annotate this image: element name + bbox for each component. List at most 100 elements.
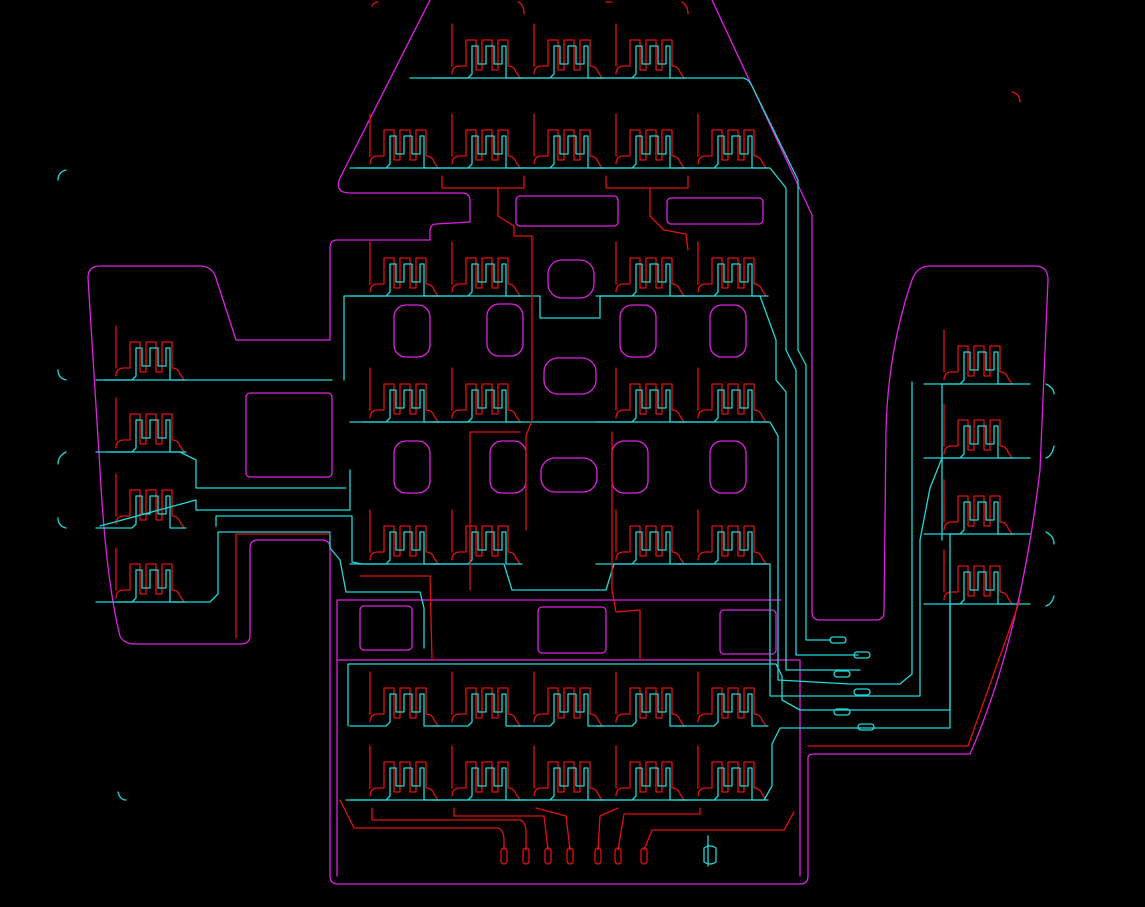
board-outline — [87, 0, 1049, 885]
heater-cyan-9 — [431, 263, 523, 297]
heater-cyan-7 — [677, 135, 769, 169]
cyan-bus-lines — [99, 77, 1031, 867]
pocket-k — [709, 440, 747, 494]
heater-cyan-21 — [431, 693, 523, 727]
pocket-b — [393, 304, 431, 358]
bus-row2 — [357, 167, 859, 656]
heater-cyan-18 — [595, 531, 687, 565]
heater-cyan-17 — [431, 531, 523, 565]
bus-row3 — [343, 295, 861, 671]
heater-cyan-36 — [923, 501, 1015, 535]
pocket-e — [709, 304, 747, 358]
red-lead-2 — [371, 807, 527, 851]
heater-red-10 — [615, 257, 685, 297]
connector-cyan — [703, 835, 717, 867]
connector-pin-6 — [640, 847, 648, 865]
heater-red-5 — [533, 129, 603, 169]
heater-red-9 — [451, 257, 521, 297]
red-feed-3 — [605, 175, 689, 251]
red-feed-7 — [235, 533, 331, 639]
pocket-d — [619, 304, 657, 358]
heater-red-37 — [943, 565, 1013, 605]
heater-red-18 — [615, 525, 685, 565]
heater-cyan-2 — [595, 45, 687, 79]
heater-cyan-35 — [923, 425, 1015, 459]
heater-red-35 — [943, 419, 1013, 459]
connector-pin-3 — [566, 847, 574, 865]
pocket-c — [486, 303, 524, 357]
pocket-i — [540, 457, 598, 493]
heater-red-19 — [697, 525, 767, 565]
heater-cyan-27 — [513, 767, 605, 801]
terminal-lug-3 — [853, 688, 871, 696]
heater-red-28 — [615, 761, 685, 801]
heater-red-29 — [697, 761, 767, 801]
heater-trace-cyan-layer — [95, 45, 1015, 801]
heater-cyan-5 — [513, 135, 605, 169]
heater-red-11 — [697, 257, 767, 297]
heater-red-7 — [697, 129, 767, 169]
heater-red-4 — [451, 129, 521, 169]
heater-cyan-29 — [677, 767, 769, 801]
heater-cyan-4 — [431, 135, 523, 169]
connector-pin-0 — [500, 847, 508, 865]
heater-red-0 — [451, 39, 521, 79]
connector-pins — [500, 636, 875, 865]
heater-red-22 — [533, 687, 603, 727]
red-feed-2 — [497, 175, 525, 189]
terminal-lug-1 — [853, 651, 871, 659]
bus-row5 — [99, 457, 1031, 697]
bus-lower2 — [345, 603, 1021, 801]
red-feed-1 — [441, 175, 533, 531]
edge-marks — [57, 169, 1055, 801]
heater-cyan-25 — [349, 767, 441, 801]
bus-left2 — [107, 451, 347, 489]
heater-red-30 — [115, 341, 185, 381]
heater-red-21 — [451, 687, 521, 727]
red-feed-5 — [469, 431, 521, 591]
red-feed-4 — [649, 175, 689, 189]
heater-red-20 — [369, 687, 439, 727]
heater-cyan-31 — [95, 419, 187, 453]
heater-cyan-19 — [677, 531, 769, 565]
red-lead-3 — [453, 807, 549, 851]
heater-red-36 — [943, 495, 1013, 535]
pocket-a — [547, 259, 595, 299]
pad-window-mid — [537, 606, 607, 654]
red-lead-1 — [339, 799, 505, 851]
square-cutout-left — [245, 392, 333, 478]
bus-left3 — [117, 531, 425, 649]
heater-cyan-22 — [513, 693, 605, 727]
red-feed-8 — [359, 575, 433, 661]
heater-red-16 — [369, 525, 439, 565]
heater-red-33 — [115, 563, 185, 603]
terminal-lug-0 — [829, 636, 847, 644]
heater-cyan-37 — [923, 571, 1015, 605]
heater-cyan-34 — [923, 351, 1015, 385]
heater-red-3 — [369, 129, 439, 169]
heater-cyan-12 — [349, 389, 441, 423]
heater-cyan-1 — [513, 45, 605, 79]
heater-cyan-28 — [595, 767, 687, 801]
heater-red-25 — [369, 761, 439, 801]
heater-cyan-0 — [431, 45, 523, 79]
red-lead-6 — [617, 807, 701, 851]
heater-cyan-24 — [677, 693, 769, 727]
heater-red-12 — [369, 383, 439, 423]
red-feed-lines — [235, 175, 1021, 851]
heater-cyan-10 — [595, 263, 687, 297]
main-board-outline — [87, 0, 1049, 885]
heater-red-2 — [615, 39, 685, 79]
heater-red-31 — [115, 413, 185, 453]
connector-pin-5 — [614, 847, 622, 865]
heater-cyan-16 — [349, 531, 441, 565]
red-lead-7 — [643, 811, 795, 851]
pad-window-right — [719, 609, 777, 655]
heater-cyan-13 — [431, 389, 523, 423]
red-lead-4 — [535, 807, 571, 851]
bus-top — [409, 77, 831, 641]
heater-red-17 — [451, 525, 521, 565]
heater-cyan-11 — [677, 263, 769, 297]
connector-pin-1 — [522, 847, 530, 865]
pocket-g — [393, 440, 431, 494]
